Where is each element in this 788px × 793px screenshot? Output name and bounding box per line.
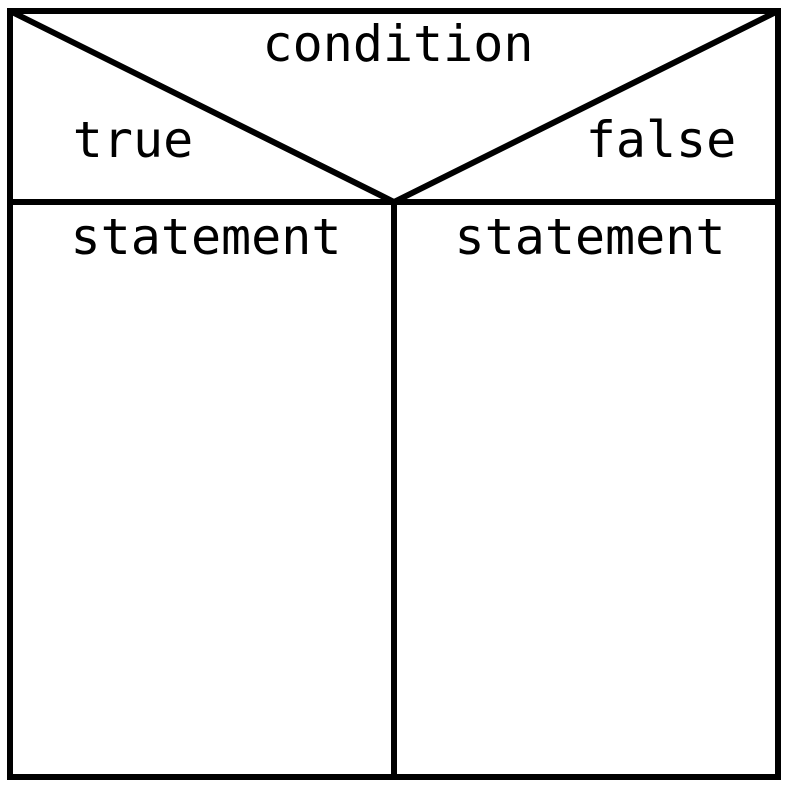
true-branch-statement: statement [71, 208, 342, 266]
false-label: false [586, 111, 737, 169]
right-diagonal [391, 8, 781, 205]
false-branch-statement: statement [455, 208, 726, 266]
true-label: true [73, 111, 193, 169]
condition-label: condition [263, 15, 534, 73]
left-diagonal [7, 8, 397, 205]
